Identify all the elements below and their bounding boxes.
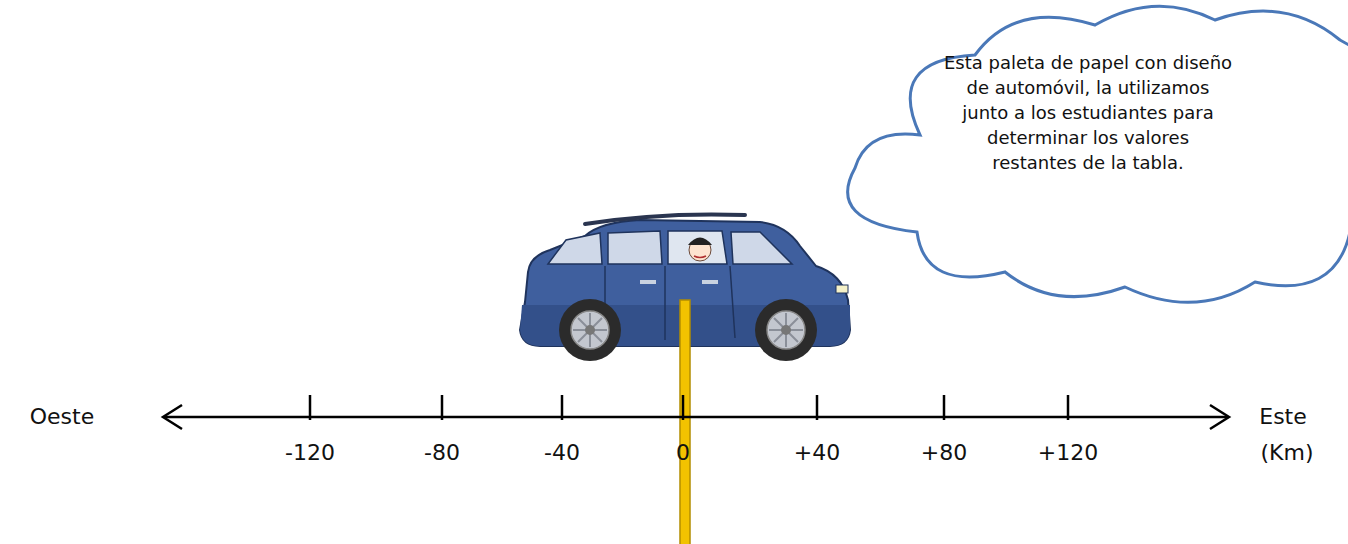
tick-mark (816, 395, 819, 420)
direction-label: Este (1259, 404, 1307, 430)
east-arrowhead (1210, 405, 1229, 429)
door-handle (702, 280, 718, 284)
door-handle (640, 280, 656, 284)
unit-label: (Km) (1260, 440, 1313, 466)
windshield (731, 232, 792, 264)
door-line (730, 266, 735, 338)
speech-cloud: Esta paleta de papel con diseño de autom… (825, 0, 1348, 300)
front-wheel (755, 299, 817, 361)
driver-cap (688, 238, 712, 246)
cloud-outline (825, 0, 1348, 300)
tick-label: -40 (544, 440, 580, 466)
headlight (836, 285, 848, 293)
tick-label: +40 (794, 440, 840, 466)
tick-label: +120 (1038, 440, 1098, 466)
tick-label: -120 (285, 440, 335, 466)
tick-mark (561, 395, 564, 420)
paper-stick (680, 300, 690, 544)
number-line (163, 395, 1229, 429)
tick-label: 0 (676, 440, 690, 466)
direction-label: Oeste (30, 404, 94, 430)
cloud-shape (848, 6, 1348, 302)
rear-wheel (559, 299, 621, 361)
west-arrowhead (163, 405, 182, 429)
tick-label: +80 (921, 440, 967, 466)
callout-text: Esta paleta de papel con diseño de autom… (943, 50, 1233, 175)
tick-mark (1067, 395, 1070, 420)
rear-window (548, 233, 602, 264)
tick-mark (943, 395, 946, 420)
roof-rail (585, 214, 745, 224)
door-line (664, 266, 666, 340)
tick-mark (441, 395, 444, 420)
tick-mark (682, 395, 685, 420)
front-window (668, 231, 727, 264)
tick-mark (309, 395, 312, 420)
middle-window (608, 231, 662, 264)
tick-label: -80 (424, 440, 460, 466)
driver-mouth (694, 256, 706, 258)
